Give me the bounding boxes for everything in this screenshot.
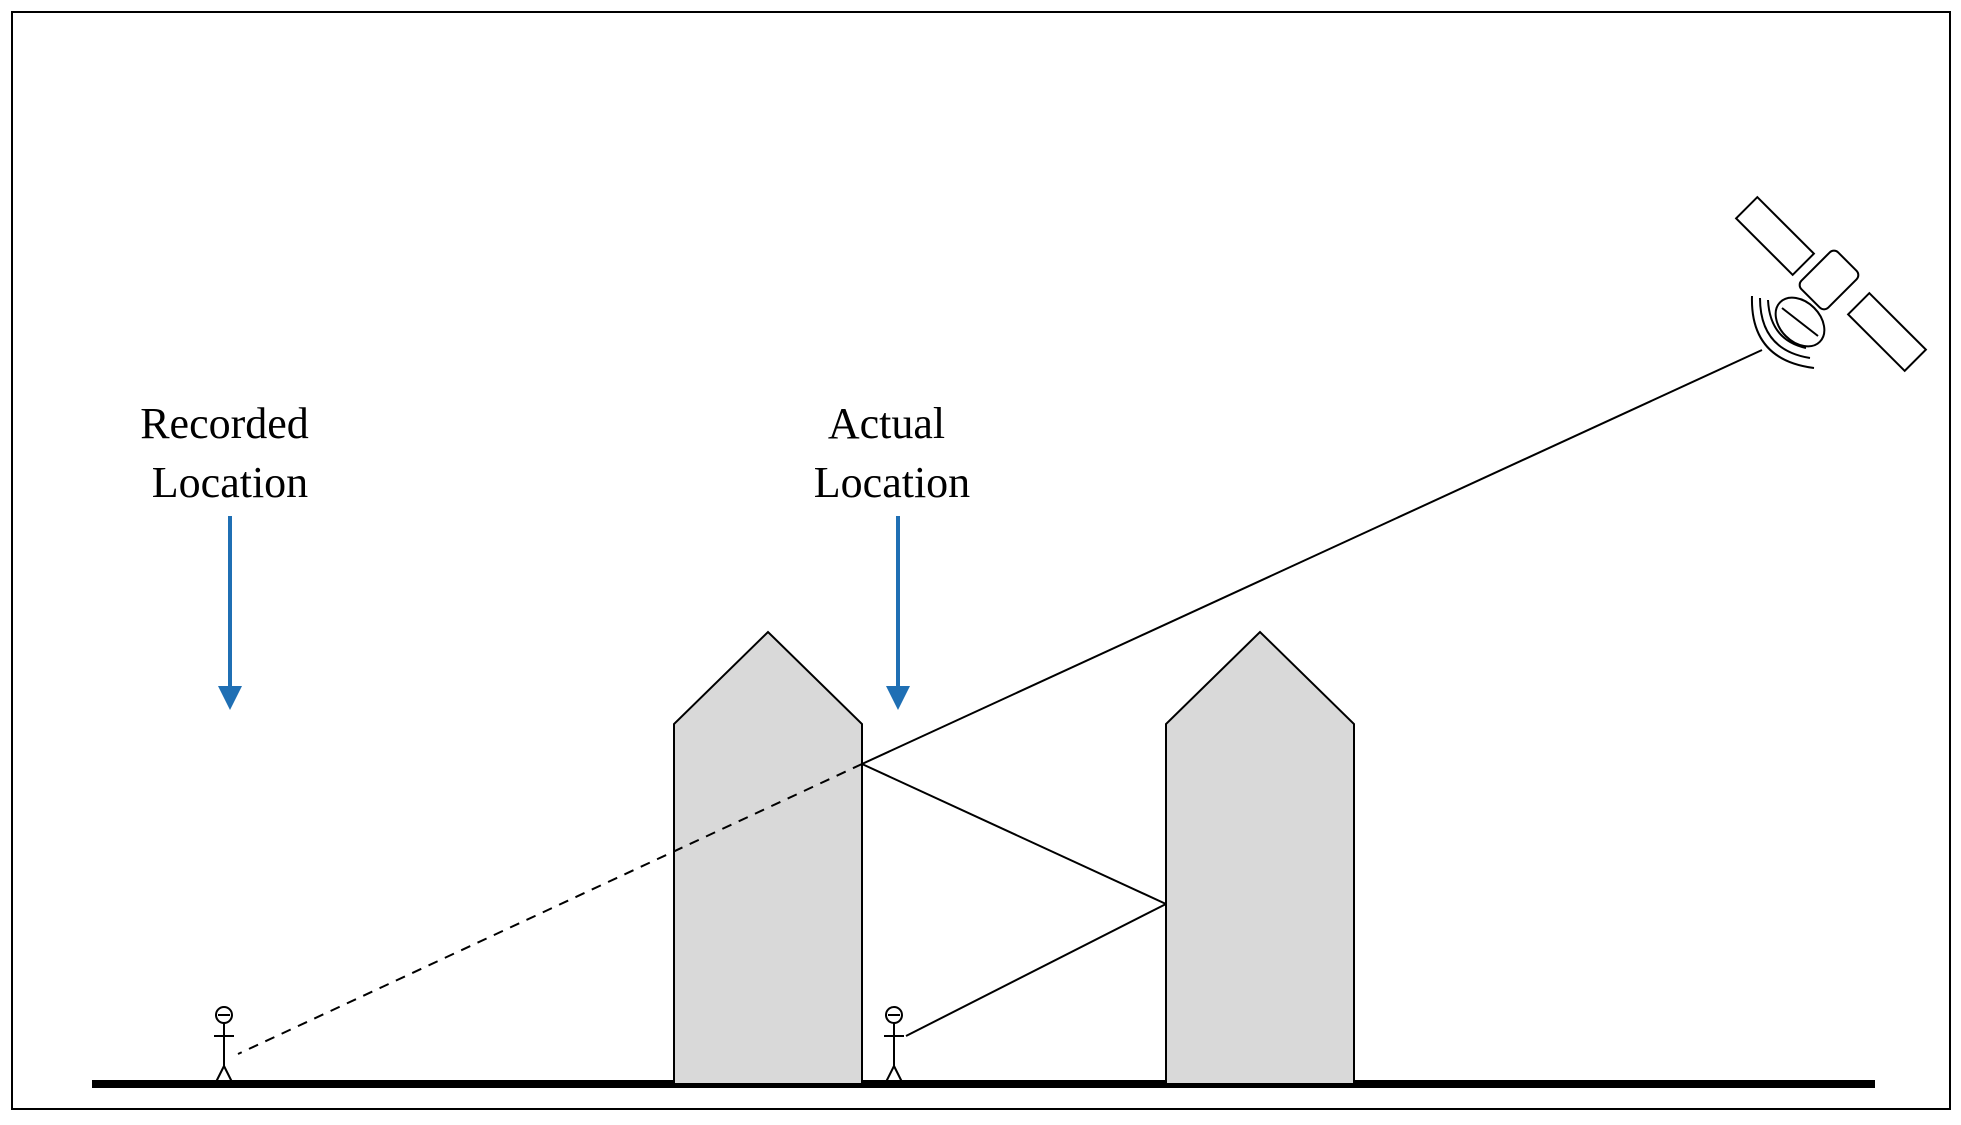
actual-label-line-2: Location [814,458,970,507]
reflected-signal-path-1 [861,763,1167,905]
right-building [1165,630,1355,1085]
recorded-label-line-1: Recorded [140,399,309,448]
apparent-signal-path-dashed [237,763,863,1055]
recorded-person-icon [214,1006,234,1083]
actual-label-line-1: Actual [828,399,945,448]
satellite-icon [1734,195,1928,373]
actual-person-icon [884,1006,904,1083]
recorded-location-label: Recorded Location [140,399,320,507]
reflected-signal-path-2 [905,903,1167,1037]
left-building [673,630,863,1085]
direct-signal-path [861,349,1763,765]
recorded-label-line-2: Location [152,458,308,507]
diagram-frame [11,11,1951,1110]
actual-location-label: Actual Location [814,399,970,507]
